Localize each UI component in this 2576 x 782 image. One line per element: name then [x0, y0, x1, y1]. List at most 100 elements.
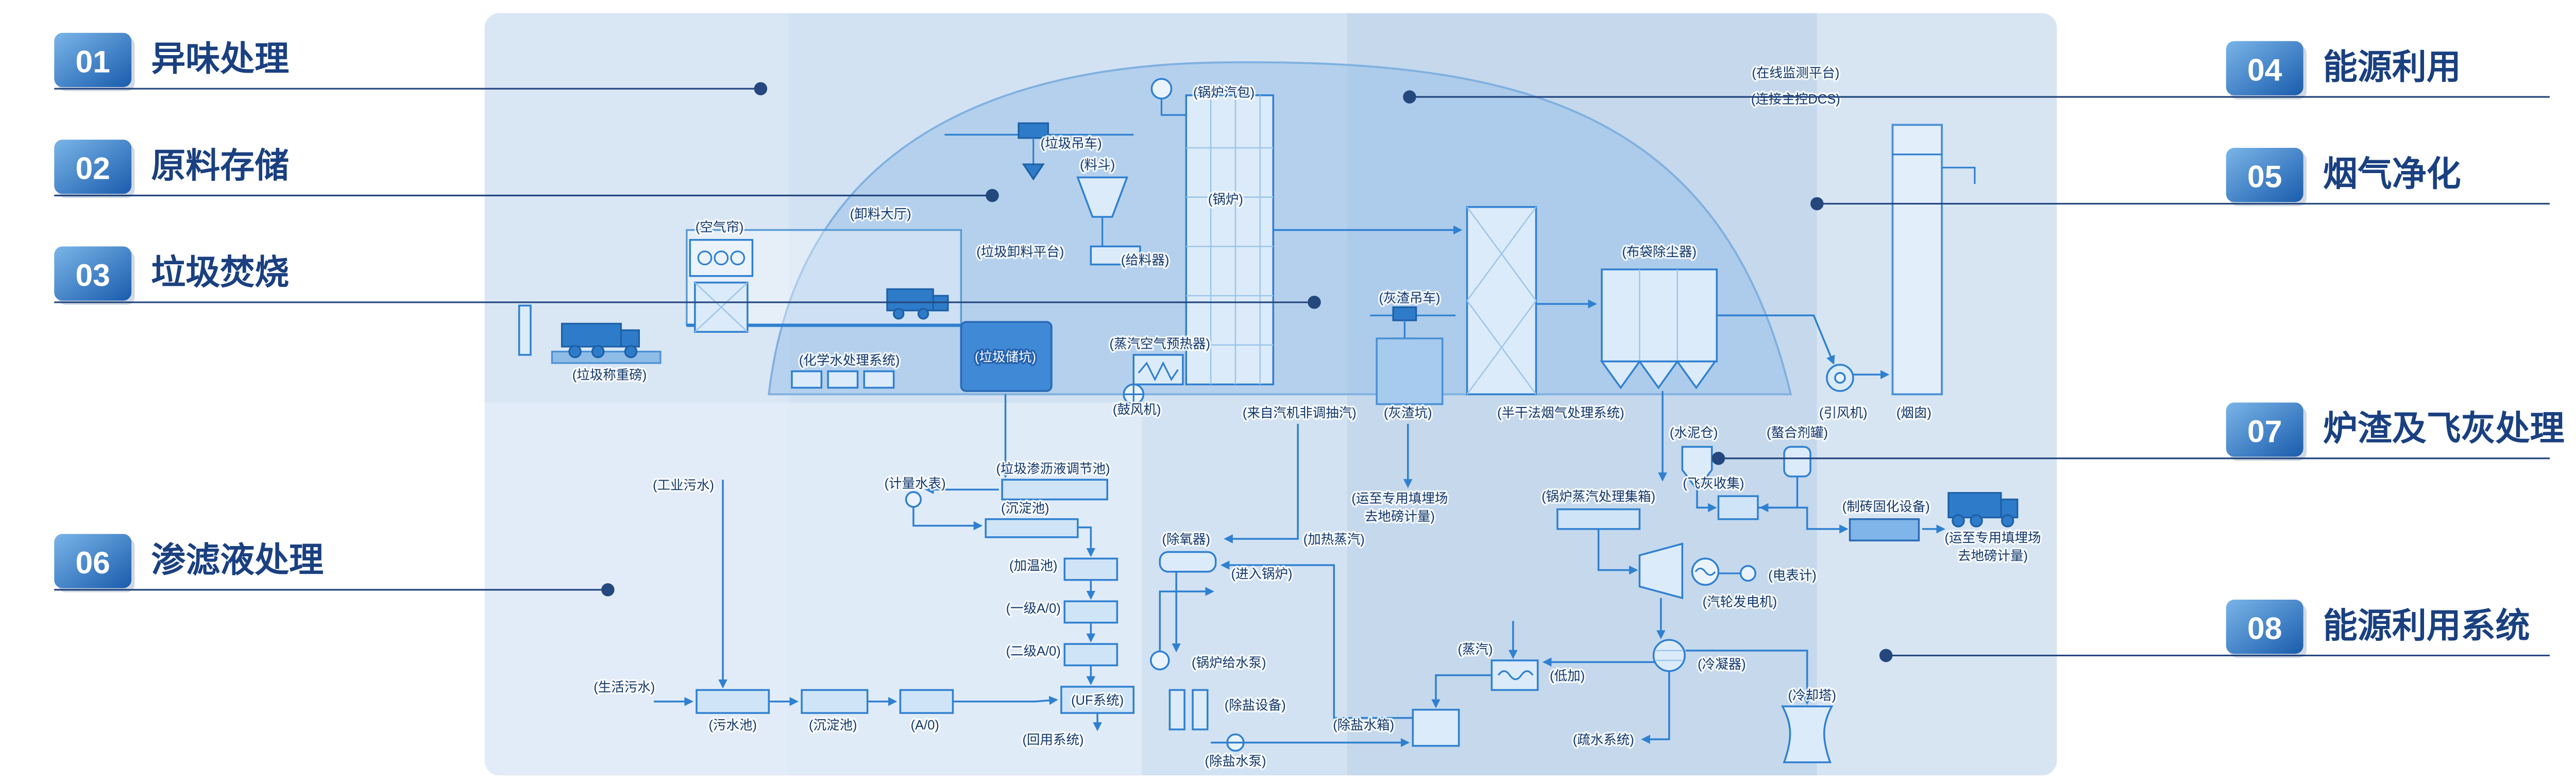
- node-label: (制砖固化设备): [1842, 500, 1930, 514]
- section-number: 05: [2247, 159, 2282, 194]
- node-label: (锅炉蒸汽处理集箱): [1541, 490, 1655, 504]
- section-badge: [54, 32, 132, 88]
- connector-dot: [754, 82, 768, 95]
- node-label: (除盐水箱): [1333, 718, 1394, 733]
- water-meter-icon: [905, 491, 922, 508]
- connector-dot: [1879, 649, 1893, 662]
- section-badge: [54, 246, 132, 301]
- node-label: (运至专用填埋场: [1351, 491, 1448, 506]
- section-callouts: 01 异味处理 02 原料存储 03 垃圾焚烧 06 渗滤液处理: [54, 32, 2565, 662]
- node-label: (给料器): [1121, 253, 1169, 267]
- lp-heater-icon: [1490, 659, 1539, 691]
- section-title: 垃圾焚烧: [151, 253, 289, 292]
- waste-crane-icon: [944, 122, 1134, 181]
- id-fan-icon: [1826, 364, 1854, 392]
- equipment-layer: [518, 78, 2019, 763]
- node-label: (垃圾卸料平台): [976, 245, 1064, 259]
- cement-silo-icon: [1681, 446, 1713, 491]
- chimney-icon: [1891, 124, 1976, 396]
- section-number: 02: [75, 151, 110, 186]
- cooling-tower-icon: [1781, 705, 1834, 763]
- section-title: 能源利用: [2323, 48, 2461, 87]
- section-08: 08 能源利用系统: [1879, 600, 2550, 662]
- node-label: (低加): [1550, 669, 1585, 683]
- node-label: (化学水处理系统): [799, 353, 900, 368]
- node-label: (垃圾称重磅): [572, 368, 647, 383]
- section-02: 02 原料存储: [54, 140, 999, 202]
- connector-dot: [1711, 451, 1725, 465]
- connector-dot: [1810, 197, 1824, 211]
- semidry-tower-icon: [1466, 206, 1537, 396]
- node-label: (飞灰收集): [1683, 477, 1744, 491]
- node-label: (污水池): [708, 718, 756, 733]
- node-label: (二级A/0): [1006, 644, 1061, 658]
- section-badge: [2226, 600, 2303, 654]
- bag-filter-icon: [1600, 268, 1718, 389]
- node-label: (生活污水): [594, 681, 655, 695]
- node-label: (垃圾储坑): [975, 350, 1036, 365]
- steam-header-icon: [1556, 508, 1641, 530]
- section-01: 01 异味处理: [54, 32, 768, 95]
- section-number: 04: [2247, 52, 2282, 87]
- demin-tank-icon: [1412, 708, 1460, 747]
- air-curtain-icon: [689, 239, 754, 333]
- waste-pit-icon: [960, 321, 1053, 392]
- connector-dot: [1403, 90, 1416, 104]
- leachate-regulating-pool-icon: [1001, 479, 1108, 501]
- sedimentation-pool2-icon: [801, 689, 869, 714]
- demin-equipment-icon: [1168, 689, 1209, 730]
- section-number: 03: [75, 258, 110, 293]
- node-label: 去地磅计量): [1365, 509, 1435, 524]
- flow-lines: [654, 225, 1945, 747]
- node-label: (垃圾渗沥液调节池): [996, 462, 1110, 476]
- connector-dot: [986, 189, 999, 202]
- node-label: (烟囱): [1896, 406, 1931, 420]
- node-label: (加温池): [1009, 559, 1057, 573]
- section-badge: [2226, 41, 2303, 95]
- node-label: (空气帘): [696, 220, 743, 235]
- node-label: (螯合剂罐): [1767, 426, 1828, 440]
- connector-dot: [1308, 296, 1321, 309]
- section-title: 烟气净化: [2323, 155, 2461, 193]
- section-badge: [54, 534, 132, 588]
- node-label: 去地磅计量): [1958, 549, 2028, 563]
- section-03: 03 垃圾焚烧: [54, 246, 1321, 309]
- section-badge: [2226, 402, 2303, 457]
- chelating-tank-icon: [1783, 446, 1811, 478]
- brick-solidify-icon: [1849, 518, 1920, 541]
- node-label: (汽轮发电机): [1703, 595, 1777, 609]
- node-label: (进入锅炉): [1231, 567, 1292, 582]
- condenser-icon: [1652, 639, 1686, 672]
- ash-pit-icon: [1376, 337, 1444, 405]
- section-number: 08: [2247, 611, 2282, 646]
- section-title: 异味处理: [151, 40, 289, 78]
- feeder-icon: [1090, 245, 1141, 266]
- node-label: (运至专用填埋场: [1944, 531, 2041, 545]
- node-label: (除氧器): [1162, 533, 1210, 547]
- node-label: (水泥仓): [1670, 426, 1718, 440]
- section-title: 能源利用系统: [2323, 606, 2530, 645]
- node-label: (冷凝器): [1698, 657, 1745, 672]
- node-label: (工业污水): [653, 478, 714, 492]
- boiler-icon: [1150, 78, 1275, 385]
- node-label: (鼓风机): [1113, 403, 1161, 417]
- air-preheater-icon: [1132, 354, 1184, 385]
- blower-icon: [1123, 383, 1145, 405]
- landfill-truck-icon: [1947, 492, 2019, 528]
- node-label: (沉淀池): [1001, 501, 1049, 516]
- section-title: 原料存储: [151, 146, 289, 185]
- deaerator-icon: [1159, 551, 1217, 573]
- section-number: 07: [2247, 414, 2282, 449]
- node-label: (一级A/0): [1006, 602, 1061, 616]
- diagram-labels: (锅炉汽包)(垃圾吊车)(料斗)(锅炉)(在线监测平台)(连接主控DCS)(空气…: [570, 64, 2043, 770]
- section-title: 渗滤液处理: [151, 541, 324, 580]
- sedimentation-pool-icon: [985, 518, 1079, 538]
- node-label: (蒸汽): [1458, 642, 1493, 657]
- node-label: (计量水表): [885, 477, 946, 491]
- section-number: 01: [75, 44, 110, 79]
- node-label: (蒸汽空气预热器): [1110, 337, 1210, 351]
- node-label: (垃圾吊车): [1041, 137, 1102, 151]
- node-label: (布袋除尘器): [1622, 245, 1696, 259]
- node-label: (UF系统): [1071, 693, 1124, 708]
